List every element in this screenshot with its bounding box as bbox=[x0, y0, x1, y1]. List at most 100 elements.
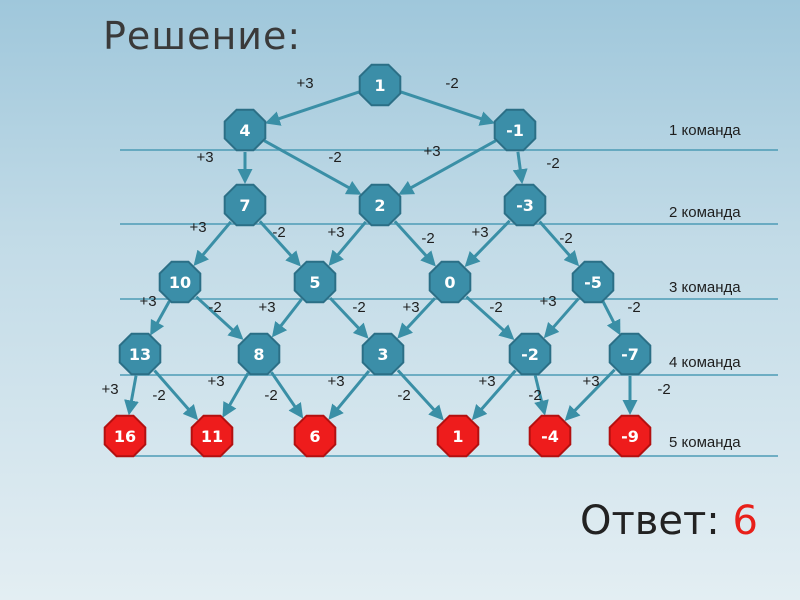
final-node: -9 bbox=[608, 414, 652, 458]
final-node: -4 bbox=[528, 414, 572, 458]
edge-arrow bbox=[398, 139, 497, 195]
tree-node: 13 bbox=[118, 332, 162, 376]
node-shape bbox=[103, 414, 147, 458]
final-node: 16 bbox=[103, 414, 147, 458]
tree-node: 0 bbox=[428, 260, 472, 304]
operation-label: -2 bbox=[328, 149, 341, 166]
node-value: -9 bbox=[621, 427, 639, 446]
operation-label: -2 bbox=[627, 299, 640, 316]
node-shape bbox=[436, 414, 480, 458]
tree-node: -1 bbox=[493, 108, 537, 152]
operation-label: -2 bbox=[657, 381, 670, 398]
operation-label: -2 bbox=[152, 387, 165, 404]
node-value: 16 bbox=[114, 427, 136, 446]
operation-label: -2 bbox=[397, 387, 410, 404]
node-shape bbox=[158, 260, 202, 304]
node-value: 10 bbox=[169, 273, 191, 292]
answer-value: 6 bbox=[732, 498, 758, 544]
level-label: 4 команда bbox=[669, 354, 741, 371]
tree-node: 3 bbox=[361, 332, 405, 376]
edge-arrow bbox=[512, 151, 528, 185]
final-node: 1 bbox=[436, 414, 480, 458]
edge-arrow bbox=[153, 369, 199, 421]
node-shape bbox=[503, 183, 547, 227]
node-value: 8 bbox=[253, 345, 264, 364]
edge-arrow bbox=[328, 369, 371, 420]
edge-arrow bbox=[150, 300, 171, 336]
answer: Ответ: 6 bbox=[580, 498, 758, 544]
tree-node: 1 bbox=[358, 63, 402, 107]
tree-node: 10 bbox=[158, 260, 202, 304]
operation-label: -2 bbox=[445, 75, 458, 92]
node-shape bbox=[493, 108, 537, 152]
edge-arrow bbox=[464, 219, 511, 267]
operation-label: +3 bbox=[327, 224, 344, 241]
node-shape bbox=[608, 414, 652, 458]
node-value: 0 bbox=[444, 273, 455, 292]
tree-node: -2 bbox=[508, 332, 552, 376]
operation-label: +3 bbox=[471, 224, 488, 241]
operation-label: -2 bbox=[272, 224, 285, 241]
level-label: 1 команда bbox=[669, 122, 741, 139]
operation-label: +3 bbox=[207, 373, 224, 390]
node-shape bbox=[358, 183, 402, 227]
node-value: -5 bbox=[584, 273, 602, 292]
node-value: -7 bbox=[621, 345, 639, 364]
operation-label: +3 bbox=[582, 373, 599, 390]
level-label: 3 команда bbox=[669, 279, 741, 296]
node-shape bbox=[528, 414, 572, 458]
node-value: -1 bbox=[506, 121, 524, 140]
node-shape bbox=[237, 332, 281, 376]
node-shape bbox=[293, 260, 337, 304]
tree-node: -7 bbox=[608, 332, 652, 376]
tree-node: 4 bbox=[223, 108, 267, 152]
edge-arrow bbox=[193, 220, 232, 266]
node-value: -2 bbox=[521, 345, 539, 364]
edge-arrow bbox=[328, 220, 367, 266]
node-value: 2 bbox=[374, 196, 385, 215]
edge-arrow bbox=[393, 220, 436, 267]
node-shape bbox=[293, 414, 337, 458]
level-label: 2 команда bbox=[669, 204, 741, 221]
edge-arrow bbox=[271, 298, 303, 338]
node-shape bbox=[358, 63, 402, 107]
edge-arrow bbox=[538, 220, 580, 267]
edge-arrow bbox=[471, 369, 517, 421]
node-shape bbox=[361, 332, 405, 376]
operation-label: +3 bbox=[478, 373, 495, 390]
edge-arrow bbox=[258, 220, 301, 267]
node-value: 13 bbox=[129, 345, 151, 364]
edge-arrow bbox=[543, 297, 580, 339]
edge-arrow bbox=[222, 372, 250, 418]
edge-arrow bbox=[400, 90, 496, 126]
edge-arrow bbox=[465, 295, 515, 340]
edge-arrow bbox=[329, 296, 369, 339]
page-title: Решение: bbox=[103, 14, 302, 58]
edge-arrow bbox=[270, 371, 304, 419]
node-value: -4 bbox=[541, 427, 559, 446]
final-node: 6 bbox=[293, 414, 337, 458]
operation-label: +3 bbox=[296, 75, 313, 92]
operation-label: +3 bbox=[196, 149, 213, 166]
node-shape bbox=[190, 414, 234, 458]
operation-label: +3 bbox=[139, 293, 156, 310]
node-shape bbox=[571, 260, 615, 304]
operation-label: +3 bbox=[327, 373, 344, 390]
edge-arrow bbox=[564, 368, 616, 421]
node-value: 4 bbox=[239, 121, 250, 140]
edge-arrow bbox=[195, 295, 244, 340]
tree-node: 7 bbox=[223, 183, 267, 227]
node-value: 7 bbox=[239, 196, 250, 215]
answer-label: Ответ: bbox=[580, 498, 720, 544]
edge-arrow bbox=[263, 139, 362, 195]
operation-label: +3 bbox=[539, 293, 556, 310]
operation-label: -2 bbox=[559, 230, 572, 247]
edge-arrow bbox=[601, 300, 621, 336]
tree-node: 8 bbox=[237, 332, 281, 376]
node-value: -3 bbox=[516, 196, 534, 215]
operation-label: +3 bbox=[423, 143, 440, 160]
node-shape bbox=[508, 332, 552, 376]
edge-arrow bbox=[396, 369, 444, 421]
operation-label: -2 bbox=[546, 155, 559, 172]
